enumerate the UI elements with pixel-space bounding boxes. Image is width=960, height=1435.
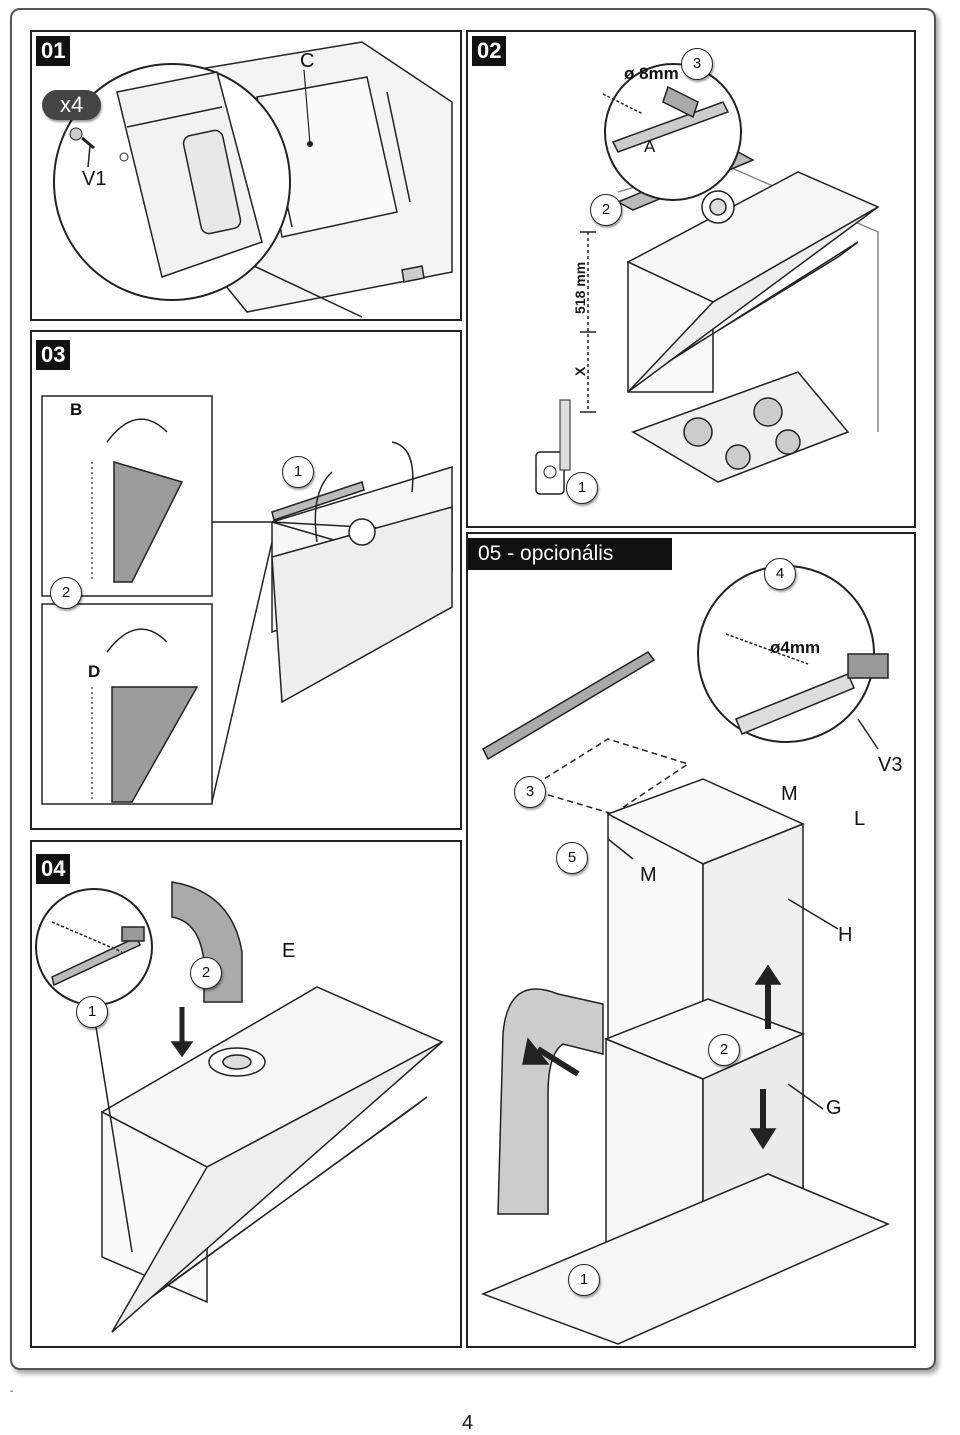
panel-03-adjust-screws: 03 B D 1 2 — [30, 330, 462, 830]
step-tag-05: 05 - opcionális — [468, 538, 672, 570]
page-number: 4 — [462, 1412, 474, 1434]
part-label-e: E — [282, 940, 296, 962]
hood-top-illustration — [53, 41, 453, 318]
wall-hood-illustration — [535, 63, 880, 495]
chimney-illustration — [480, 565, 890, 1345]
duct-illustration — [35, 881, 444, 1333]
part-label-m-lower: M — [640, 864, 657, 886]
distance-dimension: X — [572, 366, 588, 376]
screw-label-v1: V1 — [82, 168, 107, 190]
step-tag-04: 04 — [36, 854, 71, 884]
part-label-m-upper: M — [781, 783, 798, 805]
panel-01-mount-bracket: 01 x4 V1 C — [30, 30, 462, 321]
step-1-circle: 1 — [566, 472, 598, 504]
part-label-l: L — [854, 808, 866, 830]
panel-02-drill-wall: 02 ø 8mm 3 A 2 518 mm X 1 — [466, 30, 916, 528]
step-1-circle: 1 — [76, 996, 108, 1028]
step-2-circle: 2 — [50, 577, 82, 609]
step-2-circle: 2 — [190, 957, 222, 989]
part-label-g: G — [826, 1097, 842, 1119]
drill-size-label: ø4mm — [770, 638, 821, 657]
step-3-circle: 3 — [514, 776, 546, 808]
part-label-c: C — [300, 50, 315, 72]
level-sensor-icon — [535, 399, 571, 495]
part-label-b: B — [70, 400, 83, 419]
step-1-circle: 1 — [568, 1264, 600, 1296]
panel-05-chimney-optional: 05 - opcionális 4 ø4mm V3 M L 3 5 M H 2 … — [466, 532, 916, 1348]
height-dimension: 518 mm — [572, 261, 588, 314]
step-2-circle: 2 — [590, 194, 622, 226]
step-2-circle: 2 — [708, 1034, 740, 1066]
part-label-d: D — [88, 662, 101, 681]
quantity-badge: x4 — [42, 90, 102, 120]
panel-04-duct: 04 E 1 2 — [30, 840, 462, 1348]
drill-size-label: ø 8mm — [624, 64, 679, 83]
step-1-circle: 1 — [282, 456, 314, 488]
step-tag-03: 03 — [36, 340, 71, 370]
footer-dash: - — [10, 1386, 14, 1397]
step-tag-02: 02 — [472, 36, 507, 66]
adjust-illustration — [41, 395, 453, 805]
screw-label-v3: V3 — [878, 754, 903, 776]
screw-v1-icon — [69, 127, 129, 168]
step-5-circle: 5 — [556, 842, 588, 874]
part-label-h: H — [838, 924, 853, 946]
step-tag-01: 01 — [36, 36, 71, 66]
step-3-circle: 3 — [681, 48, 713, 80]
step-4-circle: 4 — [764, 558, 796, 590]
bracket-label-a: A — [644, 137, 656, 156]
